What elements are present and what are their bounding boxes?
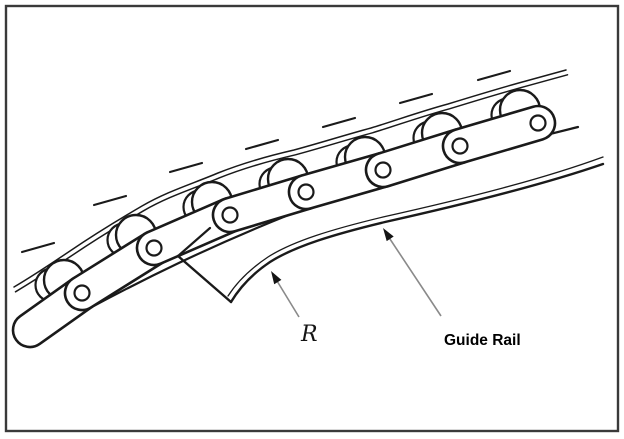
pin-hole [73,284,91,302]
far-plate-end-stubs [20,69,512,254]
pin-hole [451,137,469,155]
guide-rail-arrowhead-icon [383,228,394,242]
far-plate-top-lines [13,69,569,293]
far-top-line-upper [13,69,567,288]
far-plate-stub [20,241,56,254]
guide-rail-leader-line [385,232,442,317]
chain-plate [441,104,557,165]
chain-pin-holes [73,114,547,302]
rail-top-edge-inner [227,156,604,297]
pin-hole [374,161,392,179]
rail-face-bottom-edge [176,254,233,304]
diagram-border [4,4,620,433]
pin-hole [145,239,163,257]
annotations: R Guide Rail [271,228,521,349]
far-plate-stub [168,161,204,174]
rail-top-edge-outer [229,162,605,304]
far-plate-stub [92,194,128,207]
radius-arrowhead-icon [271,271,282,285]
pin-hole [297,183,315,201]
pin-hole [221,206,239,224]
far-plate-stub [244,138,280,151]
far-top-line-lower [14,74,569,293]
far-plate-stub [321,116,357,129]
far-plate-stub [398,92,434,105]
guide-rail-label: Guide Rail [444,332,521,349]
radius-leader-line [273,275,300,318]
pin-hole [529,114,547,132]
roller-chain [11,69,580,349]
far-plate-stub [476,69,512,82]
radius-label: R [300,322,318,347]
rail-end-cut-edge [176,226,212,258]
guide-rail [176,156,605,304]
chain-link-plates [11,104,557,349]
